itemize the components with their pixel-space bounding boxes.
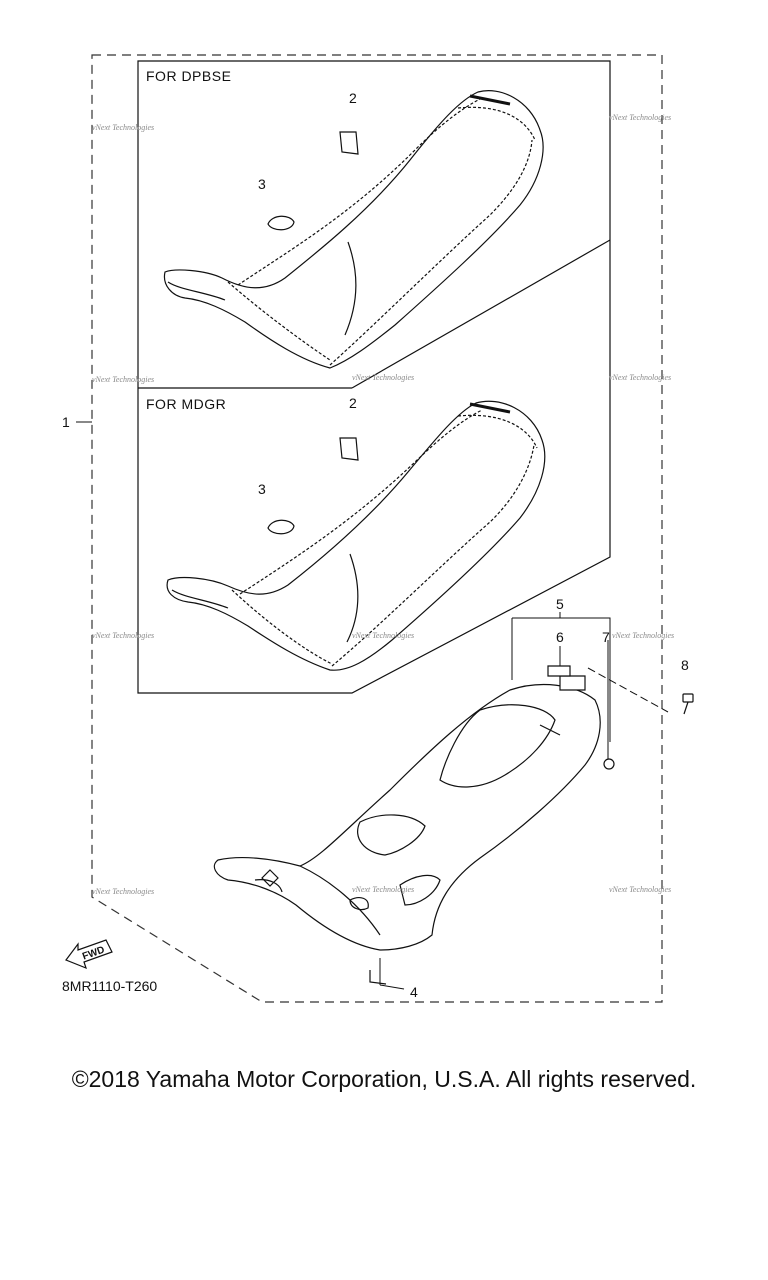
leader-8: [587, 667, 669, 713]
callout-6: 6: [556, 629, 564, 645]
watermark-11: vNext Technologies: [609, 885, 672, 894]
seat-base: [213, 665, 601, 985]
copyright-notice: ©2018 Yamaha Motor Corporation, U.S.A. A…: [71, 1066, 697, 1092]
diagram-code: 8MR1110-T260: [62, 978, 158, 994]
variant-box-divider-2: [351, 239, 611, 389]
callout-3-dpbse: 3: [258, 176, 266, 192]
watermark-4: vNext Technologies: [352, 373, 415, 382]
assembly-frame: [91, 54, 663, 1003]
watermark-8: vNext Technologies: [612, 631, 675, 640]
watermark-10: vNext Technologies: [352, 885, 415, 894]
watermark-1: vNext Technologies: [92, 123, 155, 132]
watermark-9: vNext Technologies: [92, 887, 155, 896]
seat-dpbse: [163, 90, 544, 369]
callout-2-mdgr: 2: [349, 395, 357, 411]
watermark-2: vNext Technologies: [609, 113, 672, 122]
diagram-drawing: FWD: [65, 54, 694, 1003]
seat-mdgr: [166, 400, 546, 671]
callout-1: 1: [62, 414, 70, 430]
variant-box-outline: [137, 60, 611, 694]
callout-8: 8: [681, 657, 689, 673]
part-8-bolt: [682, 693, 694, 715]
watermark-7: vNext Technologies: [352, 631, 415, 640]
fwd-arrow-icon: FWD: [65, 939, 113, 970]
leader-4b: [379, 984, 405, 990]
base-parts-box: [511, 617, 611, 742]
box-title-mdgr: FOR MDGR: [146, 396, 227, 412]
watermark-5: vNext Technologies: [609, 373, 672, 382]
parts-diagram: FWD FOR DPBSE FOR MDGR 1 2 3 2 3 4 5 6 7…: [62, 54, 694, 1003]
box-title-dpbse: FOR DPBSE: [146, 68, 232, 84]
callout-2-dpbse: 2: [349, 90, 357, 106]
callout-3-mdgr: 3: [258, 481, 266, 497]
watermark-3: vNext Technologies: [92, 375, 155, 384]
watermark-6: vNext Technologies: [92, 631, 155, 640]
callout-4: 4: [410, 984, 418, 1000]
callout-5: 5: [556, 596, 564, 612]
part-7-grommet: [603, 758, 615, 770]
callout-7: 7: [602, 629, 610, 645]
